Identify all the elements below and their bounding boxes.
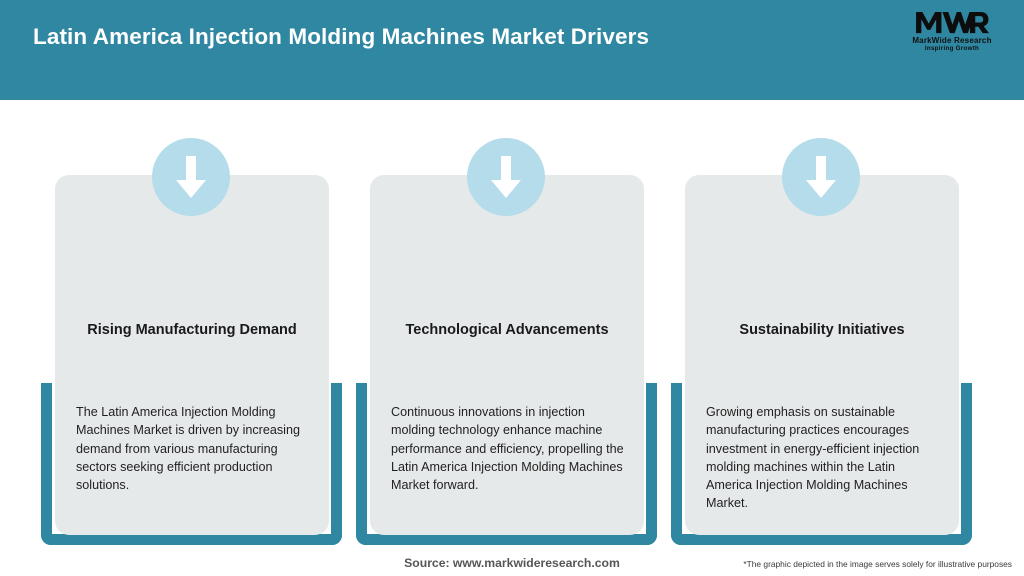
driver-card-2: Technological Advancements Continuous in… (341, 100, 671, 546)
card-bracket (671, 383, 972, 545)
arrow-down-glyph (176, 156, 206, 198)
card-title: Rising Manufacturing Demand (87, 322, 297, 338)
card-surface: Rising Manufacturing Demand The Latin Am… (55, 175, 329, 535)
disclaimer-label: *The graphic depicted in the image serve… (743, 559, 1012, 569)
card-title: Sustainability Initiatives (739, 322, 905, 338)
source-label: Source: www.markwideresearch.com (404, 556, 620, 570)
arrow-down-icon (152, 138, 230, 216)
driver-card-1: Rising Manufacturing Demand The Latin Am… (26, 100, 356, 546)
arrow-down-glyph (806, 156, 836, 198)
card-surface: Sustainability Initiatives Growing empha… (685, 175, 959, 535)
driver-cards-row: Rising Manufacturing Demand The Latin Am… (0, 100, 1024, 546)
card-bracket (356, 383, 657, 545)
card-title: Technological Advancements (405, 322, 609, 338)
card-body-text: Growing emphasis on sustainable manufact… (706, 405, 920, 511)
brand-logo: MarkWide Research Inspiring Growth (898, 8, 1006, 58)
driver-card-3: Sustainability Initiatives Growing empha… (656, 100, 986, 546)
page-title: Latin America Injection Molding Machines… (33, 24, 650, 49)
logo-tagline: Inspiring Growth (924, 45, 980, 52)
arrow-down-glyph (491, 156, 521, 198)
arrow-down-icon (467, 138, 545, 216)
arrow-down-icon (782, 138, 860, 216)
header-band: Latin America Injection Molding Machines… (0, 0, 1024, 100)
card-bracket (41, 383, 342, 545)
card-body-text: Continuous innovations in injection mold… (391, 405, 624, 492)
mwr-logo-mark (916, 11, 989, 34)
card-surface: Technological Advancements Continuous in… (370, 175, 644, 535)
logo-company-name: MarkWide Research (912, 36, 992, 45)
card-body-text: The Latin America Injection Molding Mach… (76, 405, 300, 492)
